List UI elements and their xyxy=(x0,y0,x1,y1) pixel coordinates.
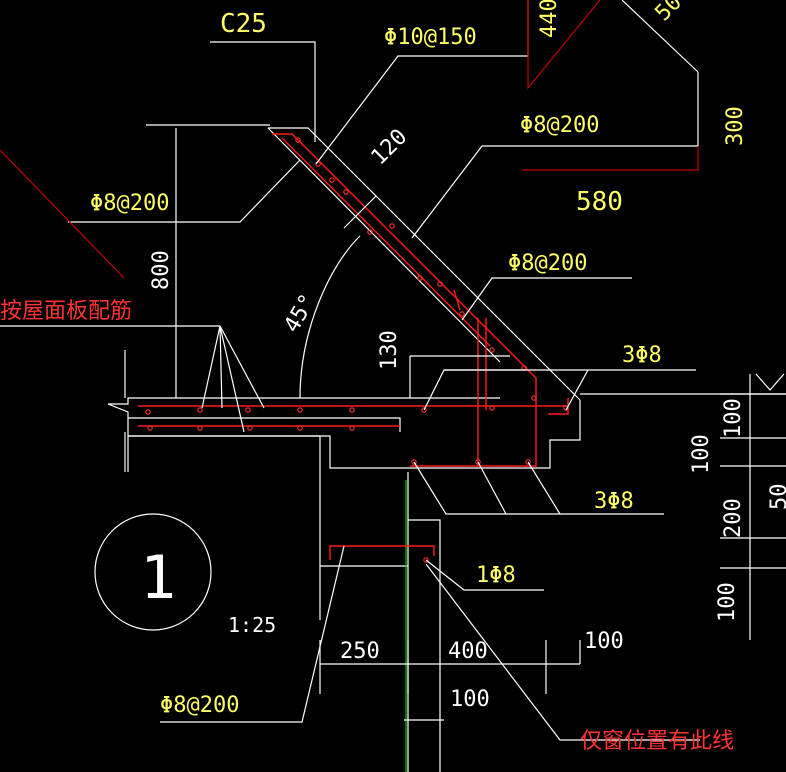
label-partial-top: 440 xyxy=(537,0,562,38)
rebar-dots xyxy=(145,137,569,563)
label-rebar-bottom: Φ8@200 xyxy=(160,693,239,718)
label-window-note: 仅窗位置有此线 xyxy=(580,729,734,754)
label-rebar-right-top: Φ8@200 xyxy=(520,113,599,138)
label-rebar-top: Φ10@150 xyxy=(384,25,477,50)
label-roof-slab-note: 按屋面板配筋 xyxy=(0,299,132,324)
rebars xyxy=(138,133,569,560)
label-partial-top-right: 50 xyxy=(651,0,687,26)
label-dim-100-e: 100 xyxy=(450,687,490,712)
label-partial-right: 50 xyxy=(767,484,786,511)
label-dim-100-b: 100 xyxy=(689,434,714,474)
label-dim-100-d: 100 xyxy=(584,629,624,654)
label-scale: 1:25 xyxy=(228,613,276,637)
label-dim-300: 300 xyxy=(723,106,748,146)
label-dim-580: 580 xyxy=(576,187,623,217)
label-dim-250: 250 xyxy=(340,639,380,664)
concrete-outline xyxy=(94,127,581,772)
label-dim-120: 120 xyxy=(367,124,413,170)
dim-580-line xyxy=(522,146,699,171)
label-detail-number: 1 xyxy=(140,543,176,613)
labels: C25 Φ10@150 440 50 300 Φ8@200 580 120 Φ8… xyxy=(0,0,786,754)
label-dim-130: 130 xyxy=(377,330,402,370)
label-rebar-mid: Φ8@200 xyxy=(508,251,587,276)
partial-leader xyxy=(527,0,601,90)
boundary-line xyxy=(0,149,125,279)
label-dim-800: 800 xyxy=(149,250,174,290)
label-concrete: C25 xyxy=(220,9,267,39)
label-dim-100-c: 100 xyxy=(715,582,740,622)
label-dim-100-a: 100 xyxy=(721,398,746,438)
label-rebar-left: Φ8@200 xyxy=(90,191,169,216)
label-bar-1: 1Φ8 xyxy=(476,563,516,588)
label-dim-200: 200 xyxy=(721,498,746,538)
label-bars-3-bottom: 3Φ8 xyxy=(594,489,634,514)
leaders xyxy=(0,0,786,741)
detail-circle xyxy=(94,513,212,631)
label-dim-400: 400 xyxy=(448,639,488,664)
label-bars-3-top: 3Φ8 xyxy=(622,343,662,368)
